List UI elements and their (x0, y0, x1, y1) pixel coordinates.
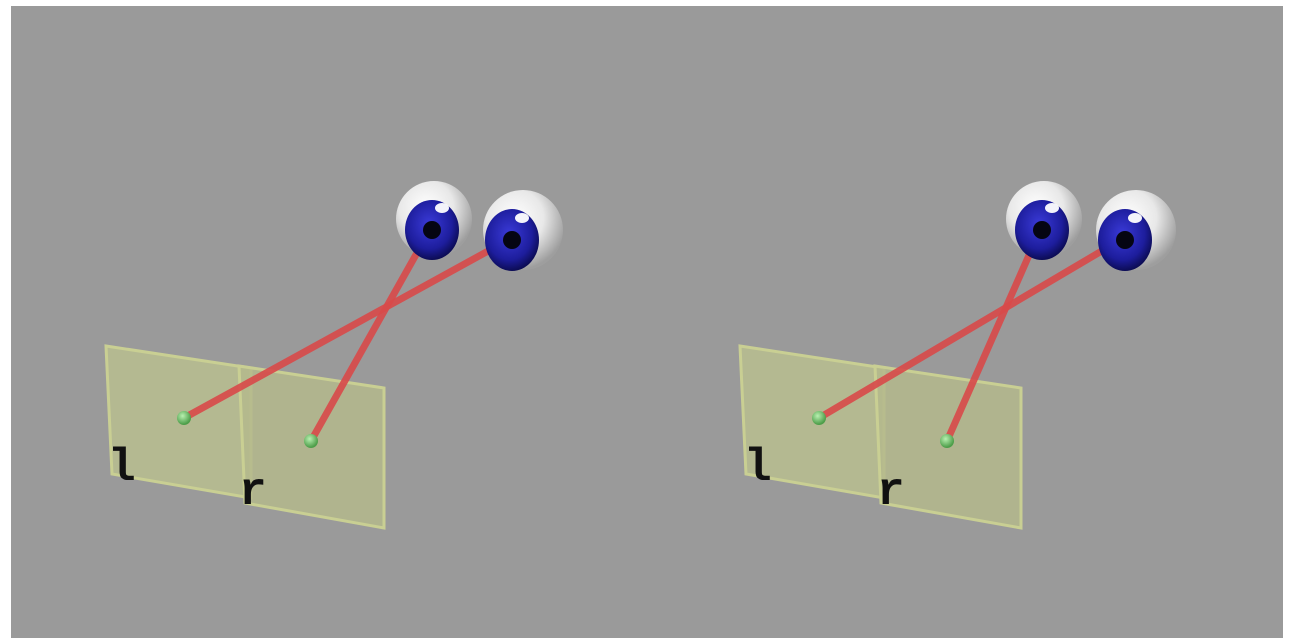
target-dot-icon (177, 411, 191, 425)
stereo-scene: l r l r (104, 181, 1176, 530)
eyeball-icon (1096, 190, 1176, 271)
stereo-render-viewport: l r l r (11, 6, 1283, 638)
panel-label-r: r (239, 466, 267, 518)
left-view: l r (104, 181, 563, 530)
eyeball-icon (396, 181, 472, 260)
target-dot-icon (304, 434, 318, 448)
ray-left-eye (943, 224, 1045, 445)
eyeball-icon (1006, 181, 1082, 260)
target-dot-icon (940, 434, 954, 448)
ray-right-eye (815, 235, 1126, 422)
eyeball-icon (483, 190, 563, 271)
right-view: l r (738, 181, 1176, 530)
target-dot-icon (812, 411, 826, 425)
panel-label-l: l (108, 442, 136, 494)
panel-label-l: l (744, 442, 772, 494)
ray-right-eye (180, 235, 514, 422)
panel-label-r: r (877, 466, 905, 518)
ray-left-eye (307, 224, 435, 445)
